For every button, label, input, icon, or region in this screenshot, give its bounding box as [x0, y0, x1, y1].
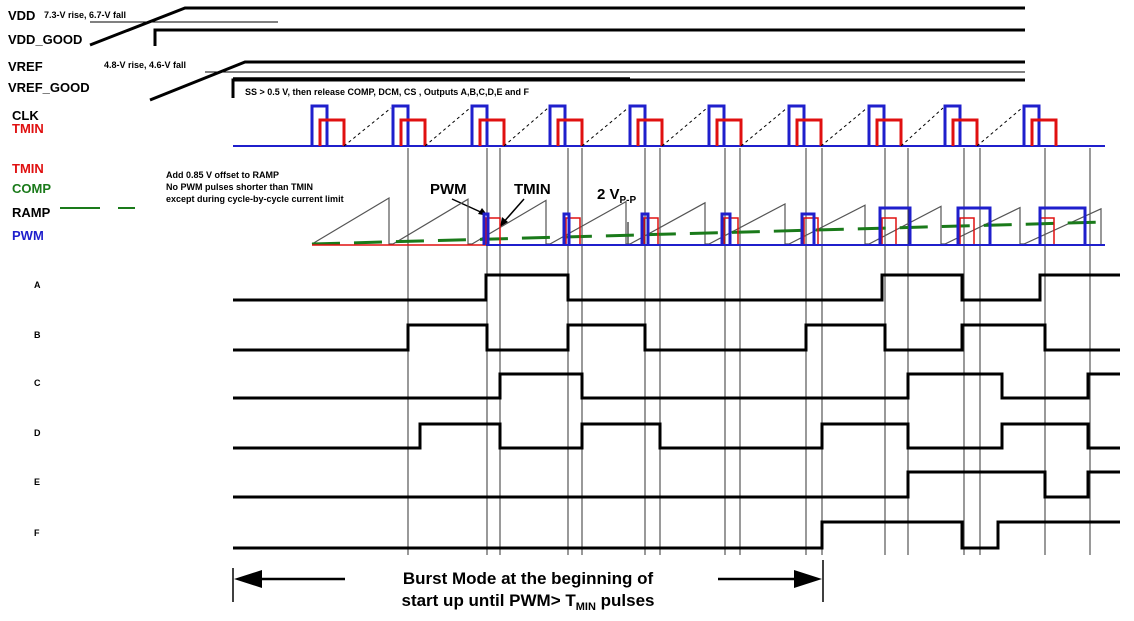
vref-trace [149, 60, 1025, 102]
dashed-ramp [424, 107, 471, 147]
vdd-good-trace [153, 28, 1025, 46]
output-label-a: A [34, 280, 41, 290]
vdd-label: VDD [8, 8, 35, 23]
tmin-callout: TMIN [514, 181, 551, 198]
dashed-ramp-lines [343, 107, 1023, 147]
output-labels: A B C D E F [34, 280, 41, 538]
output-label-b: B [34, 330, 41, 340]
vref-good-label: VREF_GOOD [8, 80, 90, 95]
burst-arrowhead-right [794, 570, 822, 588]
clk-pulse [628, 104, 647, 146]
vref-good-trace [231, 78, 1025, 98]
tmin-pulse [636, 118, 664, 146]
pwm-pulse [878, 206, 912, 245]
tmin-top-label: TMIN [12, 121, 44, 136]
clock-section: CLK TMIN [12, 104, 1105, 147]
comp-dashed-line [311, 220, 1106, 246]
tmin-pulse [1030, 118, 1058, 146]
pwm-pulse [640, 212, 650, 245]
tmin-callout-arrowhead [500, 217, 508, 227]
clk-pulse [310, 104, 329, 146]
dashed-ramp [661, 107, 708, 147]
output-trace-c [233, 372, 1120, 400]
tmin-pwm-pulse [803, 217, 819, 245]
tmin-pwm-pulse [565, 217, 581, 245]
tmin-pwm-pulse [485, 217, 501, 245]
output-label-c: C [34, 378, 41, 388]
output-label-e: E [34, 477, 40, 487]
clk-pulses [310, 104, 1041, 146]
clk-pulse [1022, 104, 1041, 146]
pwm-label: PWM [12, 228, 44, 243]
offset-note-line1: Add 0.85 V offset to RAMP [166, 170, 279, 180]
tmin-pwm-pulse [643, 217, 659, 245]
output-trace-e [233, 470, 1120, 499]
pwm-section: TMIN COMP RAMP PWM Add 0.85 V offset to … [12, 161, 1106, 246]
tmin-pulse [478, 118, 506, 146]
vref-label: VREF [8, 59, 43, 74]
tmin-pulse [556, 118, 584, 146]
comp-label: COMP [12, 181, 51, 196]
clk-pulse [867, 104, 886, 146]
dashed-ramp [976, 107, 1023, 147]
burst-caption-line2: start up until PWM> TMIN pulses [401, 591, 654, 613]
clk-pulse [548, 104, 567, 146]
dashed-ramp [820, 107, 868, 147]
output-traces [233, 273, 1120, 550]
burst-mode-annotation: Burst Mode at the beginning of start up … [232, 560, 824, 613]
tmin-pulse [951, 118, 979, 146]
output-trace-a [233, 273, 1120, 302]
clk-pulse [943, 104, 962, 146]
vdd-threshold-note: 7.3-V rise, 6.7-V fall [44, 10, 126, 20]
ramp-sawtooth [311, 196, 1102, 245]
offset-note-line3: except during cycle-by-cycle current lim… [166, 194, 344, 204]
vpp-callout: 2 VP-P [597, 186, 637, 206]
pwm-pulse [720, 212, 732, 245]
output-trace-d [233, 422, 1120, 450]
clk-pulse [787, 104, 806, 146]
ramp-wave [311, 196, 1102, 245]
burst-caption-line1: Burst Mode at the beginning of [403, 569, 654, 588]
pwm-pulse [956, 206, 992, 245]
pwm-pulse [482, 212, 490, 245]
output-label-d: D [34, 428, 41, 438]
output-trace-f [233, 520, 1120, 550]
burst-arrowhead-left [234, 570, 262, 588]
tmin-pulse [795, 118, 823, 146]
dashed-ramp [343, 107, 392, 147]
output-label-f: F [34, 528, 40, 538]
tmin-pwm-pulse [959, 217, 975, 245]
tmin-label: TMIN [12, 161, 44, 176]
vdd-trace [89, 6, 1025, 47]
offset-note-line2: No PWM pulses shorter than TMIN [166, 182, 313, 192]
clk-pulse [391, 104, 410, 146]
tmin-pulse [399, 118, 427, 146]
pwm-pulses [482, 206, 1105, 246]
tmin-pulse [318, 118, 346, 146]
clk-label: CLK [12, 108, 39, 123]
dashed-ramp [503, 107, 549, 147]
tmin-pwm-pulse [881, 217, 897, 245]
tmin-pulses [318, 118, 1058, 146]
pwm-pulse [1038, 206, 1087, 245]
dashed-ramp [900, 107, 944, 147]
comp-wave [311, 220, 1106, 246]
vdd-good-label: VDD_GOOD [8, 32, 82, 47]
pwm-callout: PWM [430, 181, 467, 198]
clk-pulse [707, 104, 726, 146]
dashed-ramp [740, 107, 788, 147]
supply-section: VDD 7.3-V rise, 6.7-V fall VDD_GOOD VREF… [8, 6, 1025, 102]
output-trace-b [233, 323, 1120, 352]
clk-pulse [470, 104, 489, 146]
tmin-pulse [715, 118, 743, 146]
pwm-pulse [562, 212, 571, 245]
ramp-label: RAMP [12, 205, 51, 220]
pwm-pulse [800, 212, 816, 245]
vref-threshold-note: 4.8-V rise, 4.6-V fall [104, 60, 186, 70]
dashed-ramp [581, 107, 629, 147]
tmin-callout-arrow [501, 198, 525, 225]
ss-release-note: SS > 0.5 V, then release COMP, DCM, CS ,… [245, 87, 529, 97]
tmin-pulse [875, 118, 903, 146]
